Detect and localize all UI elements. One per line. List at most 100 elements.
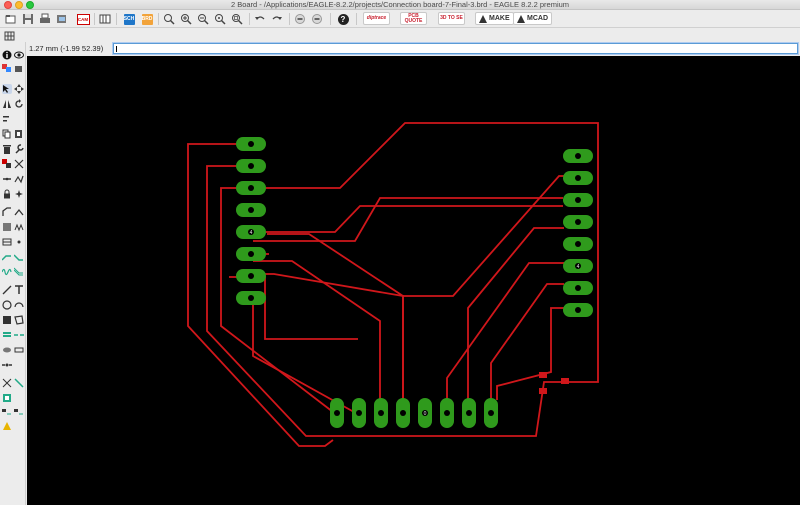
zoom-out-icon[interactable] — [197, 12, 209, 26]
check-icon[interactable] — [14, 408, 24, 418]
pad-drill — [575, 219, 581, 225]
move-icon[interactable] — [14, 84, 24, 94]
rect-icon[interactable] — [2, 315, 12, 325]
split-icon[interactable] — [2, 174, 12, 184]
miter-icon[interactable] — [2, 207, 12, 217]
toolbar-divider — [289, 13, 290, 25]
drc-icon[interactable] — [2, 378, 12, 388]
save-icon[interactable] — [22, 12, 34, 26]
trace — [252, 298, 355, 413]
diptrace-button[interactable]: diptrace — [363, 12, 390, 25]
ratsnest-icon[interactable] — [2, 360, 12, 370]
erc-icon[interactable] — [2, 408, 12, 418]
zoom-select-icon[interactable] — [231, 12, 243, 26]
select-tool-icon[interactable] — [2, 84, 12, 94]
signal-icon[interactable] — [14, 330, 24, 340]
layers-icon[interactable] — [2, 64, 12, 74]
cam-label: CAM — [76, 13, 90, 25]
print-preview-icon[interactable] — [56, 12, 68, 26]
zoom-redraw-icon[interactable] — [214, 12, 226, 26]
text-icon[interactable] — [14, 285, 24, 295]
trace — [253, 205, 563, 233]
value-icon[interactable] — [14, 222, 24, 232]
command-line-input[interactable] — [113, 43, 798, 54]
dot-icon[interactable] — [14, 237, 24, 247]
hole-icon[interactable] — [2, 345, 12, 355]
cam-icon[interactable]: CAM — [76, 12, 90, 26]
smash-icon[interactable] — [14, 189, 24, 199]
errors-icon[interactable] — [2, 393, 12, 403]
eye-icon[interactable] — [14, 50, 24, 60]
route-icon[interactable] — [2, 252, 12, 262]
board-canvas[interactable]: 4 4 0 — [27, 56, 800, 505]
help-icon[interactable]: ? — [337, 12, 349, 26]
circle-icon[interactable] — [2, 300, 12, 310]
wrench-icon[interactable] — [14, 144, 24, 154]
toolbar-divider — [94, 13, 95, 25]
pad-drill — [575, 307, 581, 313]
trace — [446, 262, 564, 412]
mirror-icon[interactable] — [2, 99, 12, 109]
arc-icon[interactable] — [14, 300, 24, 310]
print-icon[interactable] — [39, 12, 51, 26]
info-icon[interactable] — [2, 50, 12, 60]
lock-icon[interactable] — [2, 189, 12, 199]
smd-pad — [539, 372, 547, 378]
wave-icon[interactable] — [2, 267, 12, 277]
pad-drill — [248, 295, 254, 301]
pcb-layout[interactable]: 4 4 0 — [27, 56, 800, 505]
meander-icon[interactable] — [2, 237, 12, 247]
pad-drill — [422, 410, 428, 416]
3d-button[interactable]: 3D TO SE — [438, 12, 465, 25]
diff-pair-icon[interactable] — [14, 267, 24, 277]
polygon-icon[interactable] — [14, 315, 24, 325]
bottom-header: 0 — [330, 398, 498, 428]
zoom-window-button[interactable] — [26, 1, 34, 9]
trace — [253, 260, 381, 412]
pad-drill — [575, 175, 581, 181]
line-icon[interactable] — [2, 285, 12, 295]
pad-drill — [444, 410, 450, 416]
schematic-switch-icon[interactable]: SCH — [122, 12, 136, 26]
optimize-icon[interactable] — [14, 174, 24, 184]
board-switch-icon[interactable]: BRD — [140, 12, 154, 26]
zoom-fit-icon[interactable] — [163, 12, 175, 26]
trace — [251, 122, 599, 383]
pcb-quote-button[interactable]: PCB QUOTE — [400, 12, 427, 25]
redo-icon[interactable] — [271, 12, 283, 26]
smd-pad — [561, 378, 569, 384]
warning-icon[interactable] — [2, 421, 12, 431]
pad-label: 4 — [250, 230, 253, 236]
pad-label: 0 — [424, 411, 427, 417]
pad-drill — [378, 410, 384, 416]
make-button[interactable]: MAKE — [475, 12, 514, 25]
undo-icon[interactable] — [254, 12, 266, 26]
left-header: 4 — [236, 137, 266, 305]
copy-icon[interactable] — [2, 129, 12, 139]
display-icon[interactable] — [14, 64, 24, 74]
ripup-icon[interactable] — [14, 252, 24, 262]
mcad-button[interactable]: MCAD — [513, 12, 552, 25]
paste-icon[interactable] — [14, 129, 24, 139]
group-icon[interactable] — [2, 159, 12, 169]
split-wire-icon[interactable] — [14, 207, 24, 217]
pad-drill — [575, 263, 581, 269]
delete-icon[interactable] — [2, 144, 12, 154]
autorouter-icon[interactable] — [14, 378, 24, 388]
open-icon[interactable] — [5, 12, 17, 26]
zoom-in-icon[interactable] — [180, 12, 192, 26]
grid-icon[interactable] — [99, 12, 111, 26]
layer-grid-icon[interactable] — [4, 29, 16, 47]
name-icon[interactable] — [2, 222, 12, 232]
go-icon[interactable] — [311, 12, 323, 26]
align-icon[interactable] — [2, 114, 12, 124]
minimize-window-button[interactable] — [15, 1, 23, 9]
trace — [229, 276, 358, 340]
pad-drill — [575, 285, 581, 291]
stop-icon[interactable] — [294, 12, 306, 26]
close-window-button[interactable] — [4, 1, 12, 9]
rotate-icon[interactable] — [14, 99, 24, 109]
change-icon[interactable] — [14, 159, 24, 169]
via-icon[interactable] — [2, 330, 12, 340]
attribute-icon[interactable] — [14, 345, 24, 355]
